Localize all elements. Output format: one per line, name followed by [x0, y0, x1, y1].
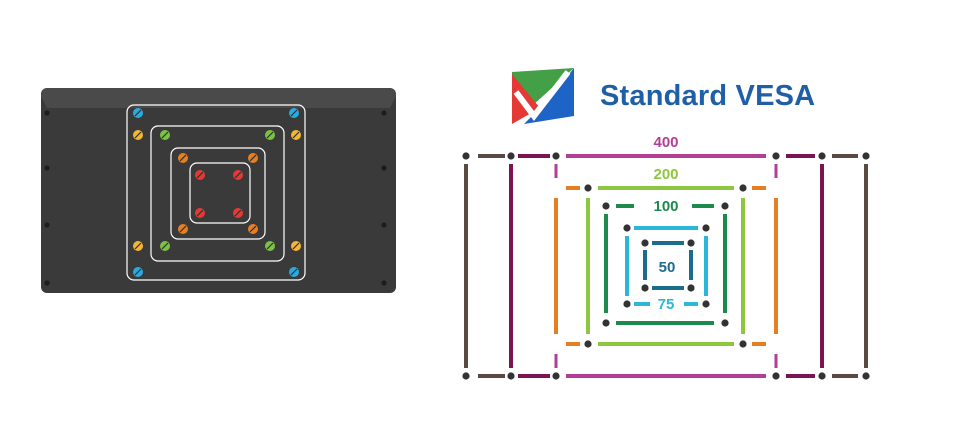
corner-dot [721, 202, 729, 210]
screw-400 [133, 108, 143, 118]
panel-rivet [381, 222, 387, 228]
corner-dot [623, 224, 631, 232]
corner-dot [721, 319, 729, 327]
vesa-brand: Standard VESA [510, 68, 820, 128]
screw-200 [291, 130, 301, 140]
corner-dot [584, 340, 592, 348]
corner-dot [641, 239, 649, 247]
corner-dot [687, 239, 695, 247]
panel-rivet [381, 165, 387, 171]
brand-title: Standard VESA [600, 80, 816, 112]
corner-dot [818, 372, 826, 380]
panel-rivet [44, 165, 50, 171]
mount-outline-75 [170, 147, 266, 240]
corner-dot [739, 184, 747, 192]
monitor-panel [41, 88, 396, 293]
vesa-label-100: 100 [653, 198, 678, 215]
corner-dot [772, 372, 780, 380]
corner-dot [739, 340, 747, 348]
panel-rivet [44, 280, 50, 286]
vesa-checkmark-logo-icon [512, 68, 574, 124]
corner-dot [702, 224, 710, 232]
screw-400 [289, 267, 299, 277]
corner-dot [818, 152, 826, 160]
screw-50 [233, 170, 243, 180]
corner-dot [862, 152, 870, 160]
corner-dot [623, 300, 631, 308]
panel-rivet [44, 222, 50, 228]
screw-400 [289, 108, 299, 118]
vesa-label-75: 75 [658, 296, 675, 313]
screw-100 [265, 130, 275, 140]
screw-50 [233, 208, 243, 218]
corner-dot [462, 372, 470, 380]
screw-75 [248, 224, 258, 234]
corner-dot [552, 152, 560, 160]
corner-dot [862, 372, 870, 380]
vesa-label-50: 50 [659, 259, 676, 276]
screw-200 [133, 130, 143, 140]
vesa-label-400: 400 [653, 134, 678, 151]
vesa-label-200: 200 [653, 166, 678, 183]
corner-dot [602, 202, 610, 210]
monitor-top-bevel [41, 88, 396, 108]
corner-dot [602, 319, 610, 327]
mount-outline-100 [150, 125, 285, 262]
screw-100 [160, 130, 170, 140]
corner-dot [507, 152, 515, 160]
panel-rivet [381, 110, 387, 116]
screw-75 [248, 153, 258, 163]
screw-200 [133, 241, 143, 251]
panel-rivet [381, 280, 387, 286]
mount-outline-200 [126, 104, 306, 281]
screw-50 [195, 170, 205, 180]
corner-dot [702, 300, 710, 308]
screw-75 [178, 153, 188, 163]
screw-100 [160, 241, 170, 251]
corner-dot [507, 372, 515, 380]
corner-dot [641, 284, 649, 292]
panel-rivet [44, 110, 50, 116]
screw-100 [265, 241, 275, 251]
screw-200 [291, 241, 301, 251]
corner-dot [772, 152, 780, 160]
corner-dot [552, 372, 560, 380]
screw-75 [178, 224, 188, 234]
corner-dot [462, 152, 470, 160]
screw-400 [133, 267, 143, 277]
mount-outline-50 [189, 162, 251, 224]
corner-dot [584, 184, 592, 192]
screw-50 [195, 208, 205, 218]
corner-dot [687, 284, 695, 292]
